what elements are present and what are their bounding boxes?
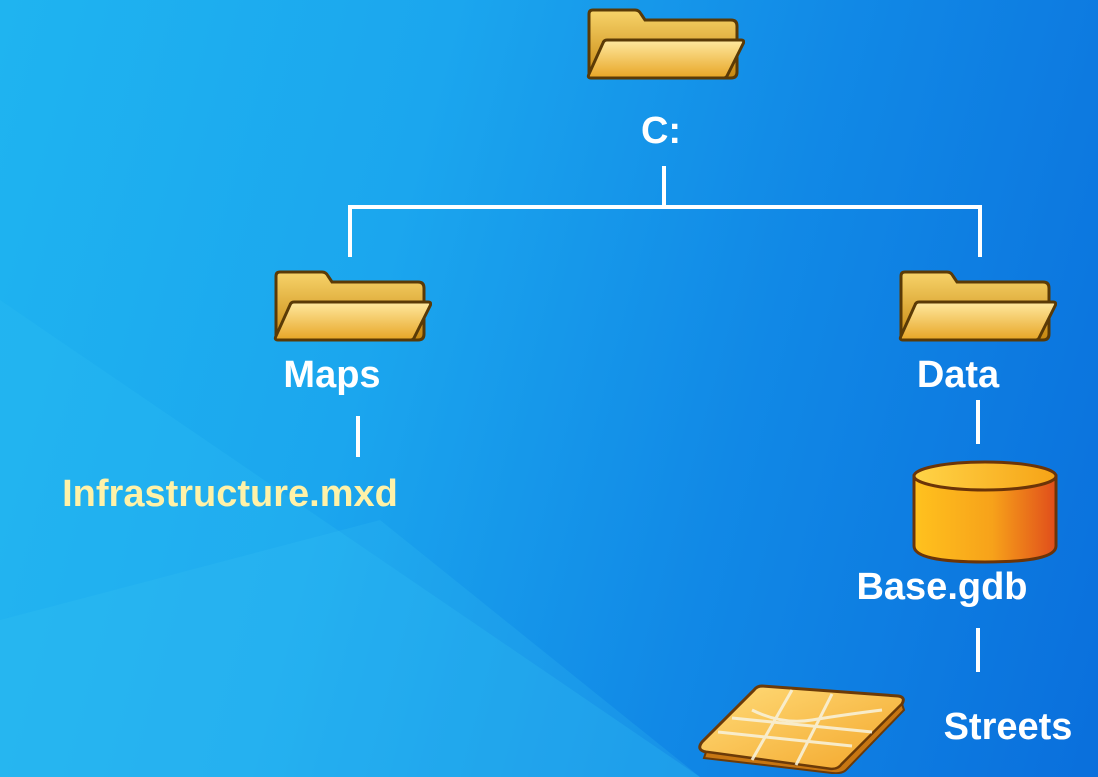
folder-icon[interactable]: [897, 270, 1057, 342]
folder-icon[interactable]: [272, 270, 432, 342]
node-label-gdb[interactable]: Base.gdb: [856, 566, 1028, 608]
folder-icon[interactable]: [585, 8, 745, 80]
node-label-maps[interactable]: Maps: [283, 354, 381, 396]
node-label-root[interactable]: C:: [640, 110, 682, 152]
geodatabase-icon[interactable]: [910, 458, 1060, 566]
node-label-streets[interactable]: Streets: [943, 706, 1073, 748]
node-label-data[interactable]: Data: [916, 354, 1000, 396]
feature-class-icon[interactable]: [692, 680, 914, 774]
node-label-mxd[interactable]: Infrastructure.mxd: [62, 473, 398, 515]
